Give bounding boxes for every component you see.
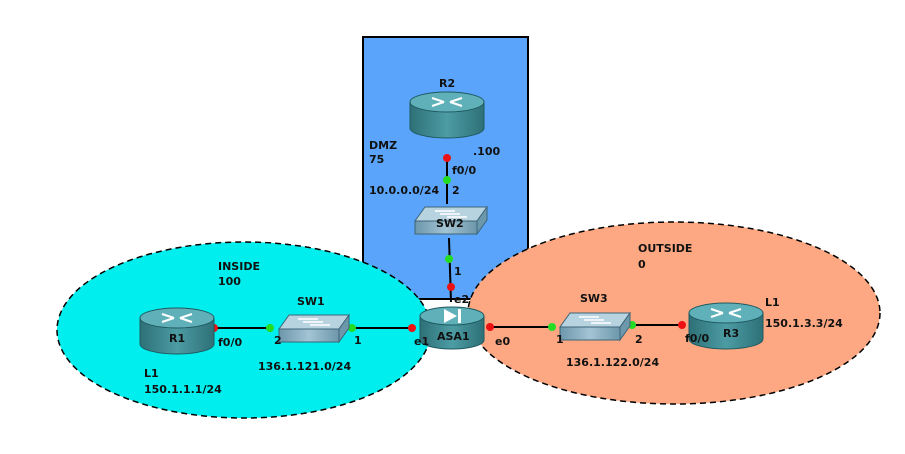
switch-arrows-icon — [298, 318, 330, 326]
firewall-asa1[interactable] — [419, 306, 485, 350]
inside-zone-name: INSIDE — [218, 260, 260, 273]
dmz-zone-name: DMZ — [369, 139, 397, 152]
inside-security-level: 100 — [218, 275, 241, 288]
asa-e1-label: e1 — [414, 335, 429, 348]
dmz-subnet-label: 10.0.0.0/24 — [369, 184, 439, 197]
outside-zone-name: OUTSIDE — [638, 242, 692, 255]
switch-arrows-icon — [579, 316, 611, 324]
router-arrows-icon — [161, 313, 193, 323]
r1-loopback-ip: 150.1.1.1/24 — [144, 383, 222, 396]
dot-sw1-p2 — [266, 324, 274, 332]
router-r1[interactable] — [139, 307, 215, 355]
sw3-port-asa-label: 1 — [556, 333, 564, 346]
router-arrows-icon — [710, 308, 742, 318]
r3-label: R3 — [723, 327, 739, 340]
sw3-label: SW3 — [580, 292, 608, 305]
dot-sw3-p1 — [548, 323, 556, 331]
dmz-security-level: 75 — [369, 153, 384, 166]
sw1-port-asa-label: 1 — [354, 334, 362, 347]
asa-e2-label: e2 — [454, 293, 469, 306]
dot-sw2-p2 — [443, 176, 451, 184]
r1-label: R1 — [169, 332, 185, 345]
play-arrow-icon — [444, 309, 461, 323]
sw1-port-r1-label: 2 — [274, 334, 282, 347]
r3-loopback-ip: 150.1.3.3/24 — [765, 317, 843, 330]
sw1-label: SW1 — [297, 295, 325, 308]
switch-arrows-icon — [435, 210, 467, 218]
sw2-port-asa-label: 1 — [454, 265, 462, 278]
router-r3[interactable] — [688, 302, 764, 350]
outside-subnet-label: 136.1.122.0/24 — [566, 356, 659, 369]
sw2-label: SW2 — [436, 217, 464, 230]
r2-label: R2 — [439, 77, 455, 90]
router-r2[interactable] — [409, 91, 485, 139]
dot-asa-e1 — [408, 324, 416, 332]
switch-sw3[interactable] — [559, 311, 631, 342]
inside-subnet-label: 136.1.121.0/24 — [258, 360, 351, 373]
r1-interface-label: f0/0 — [218, 336, 242, 349]
r2-interface-label: f0/0 — [452, 164, 476, 177]
asa-e0-label: e0 — [495, 335, 510, 348]
dmz-zone — [362, 36, 529, 300]
dot-sw1-p1 — [348, 324, 356, 332]
asa1-label: ASA1 — [437, 330, 470, 343]
dot-asa-e2 — [447, 283, 455, 291]
link-sw2-asa1 — [448, 237, 452, 303]
dot-r2-f00 — [443, 154, 451, 162]
r3-interface-label: f0/0 — [685, 332, 709, 345]
router-arrows-icon — [431, 97, 463, 107]
dot-sw2-p1 — [445, 255, 453, 263]
r3-loopback-label: L1 — [765, 296, 780, 309]
dot-asa-e0 — [486, 323, 494, 331]
dot-r3-f00 — [678, 321, 686, 329]
switch-sw1[interactable] — [278, 313, 350, 344]
switch-sw2[interactable] — [414, 205, 488, 236]
r2-host-address: .100 — [473, 145, 500, 158]
r1-loopback-label: L1 — [144, 367, 159, 380]
sw3-port-r3-label: 2 — [635, 333, 643, 346]
outside-security-level: 0 — [638, 258, 646, 271]
sw2-port-r2-label: 2 — [452, 184, 460, 197]
